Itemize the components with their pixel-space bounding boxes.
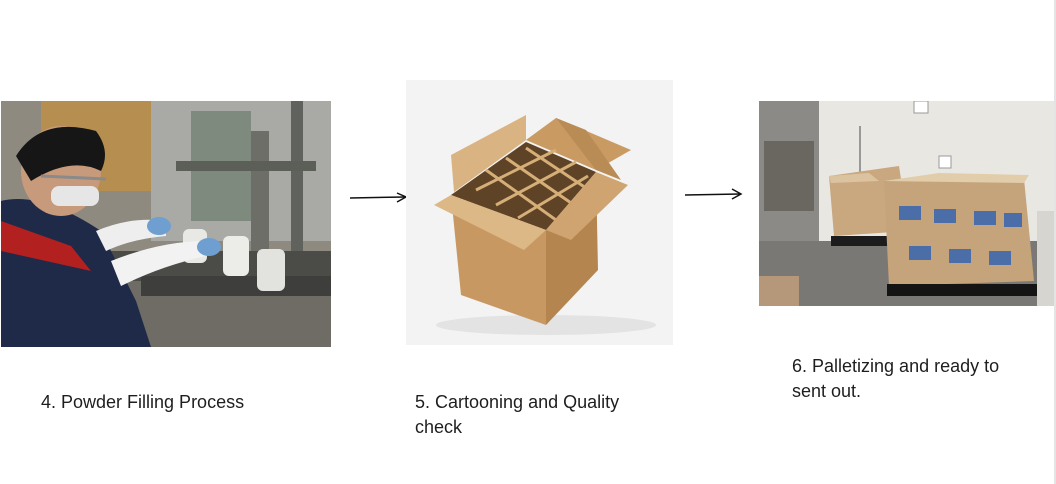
step-4-caption: 4. Powder Filling Process: [41, 392, 245, 412]
arrow-right-icon: [350, 192, 408, 204]
arrow-right-icon: [685, 188, 743, 200]
step-6-caption: 6. Palletizing and ready to sent out.: [792, 356, 1000, 401]
step-5-caption: 5. Cartooning and Quality check: [415, 392, 620, 437]
page-edge-bar: [1054, 0, 1056, 484]
powder-filling-photo: [1, 101, 331, 347]
palletizing-photo: [759, 101, 1054, 306]
cartooning-box-photo: [406, 80, 673, 345]
